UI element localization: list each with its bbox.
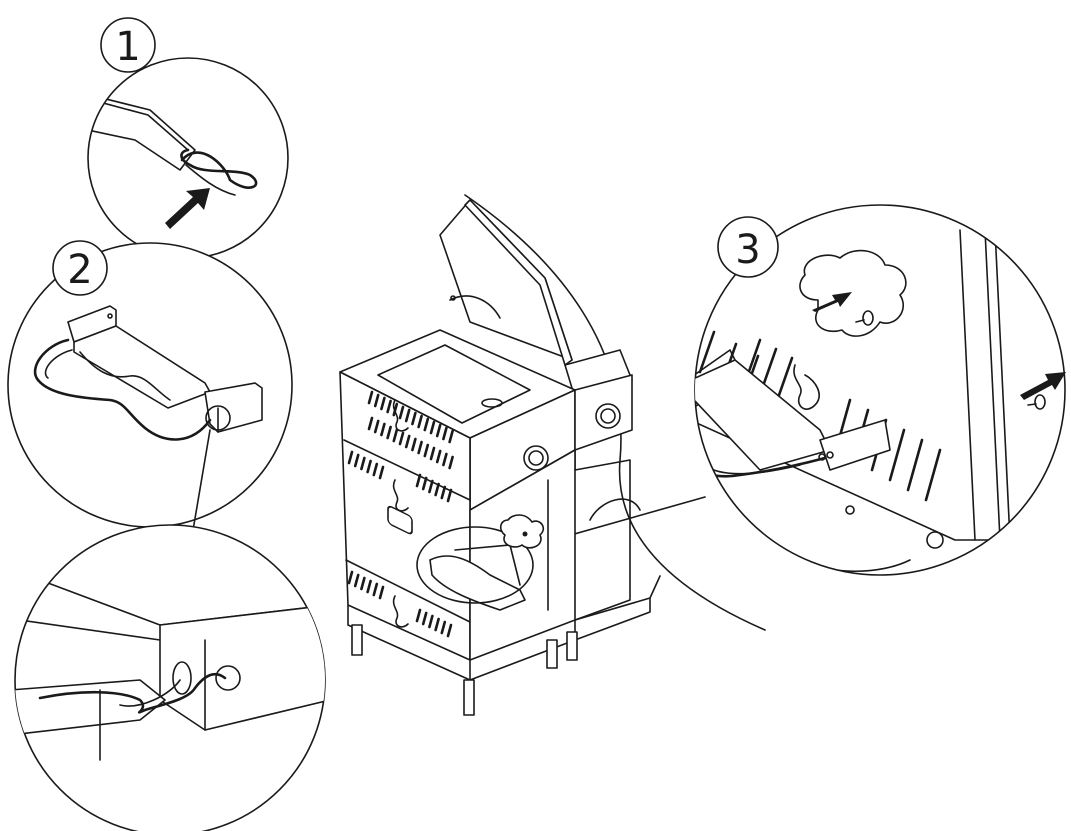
strap-closeup — [88, 94, 258, 196]
vent-slot — [442, 426, 448, 441]
vent-slot — [373, 419, 380, 434]
step-3-badge — [717, 216, 779, 278]
vent-slot — [353, 453, 360, 468]
vent-slot — [429, 446, 436, 461]
vent-slot — [446, 488, 453, 503]
bracket-with-strap — [33, 305, 263, 441]
step-2-badge — [52, 240, 108, 296]
vent-slot — [924, 448, 942, 502]
vent-slot — [888, 428, 906, 482]
detail-circle-1 — [87, 57, 289, 259]
vent-slot — [417, 440, 423, 455]
grill-lid — [439, 199, 573, 361]
vent-slot — [428, 614, 434, 629]
vent-slot — [398, 431, 405, 446]
vent-slot — [360, 576, 366, 591]
vent-slot — [440, 485, 447, 500]
step-1-detail: 1 — [87, 17, 289, 259]
vent-slot — [411, 437, 417, 452]
bracket-hook-closeup — [15, 579, 325, 761]
vent-slot — [372, 582, 379, 597]
vent-slot — [378, 585, 385, 600]
control-knob — [595, 403, 621, 429]
vent-slot — [411, 411, 417, 426]
cart-legs — [351, 624, 578, 716]
vent-slot — [698, 330, 716, 374]
side-panel-closeup — [678, 229, 1061, 572]
vent-slot — [380, 396, 386, 411]
vent-slot — [421, 611, 428, 626]
step-3-detail: 3 — [678, 204, 1066, 576]
grill-cart — [339, 194, 766, 716]
fastener-cloud — [499, 514, 545, 549]
vent-slot — [386, 425, 392, 440]
vent-slot — [347, 450, 354, 465]
vent-slot — [435, 449, 442, 464]
vent-slot — [440, 620, 447, 635]
step-3-number: 3 — [735, 227, 760, 273]
step-1-number: 1 — [115, 24, 140, 70]
vent-slot — [415, 473, 422, 488]
vent-slot — [398, 405, 405, 420]
vent-slot — [446, 623, 453, 638]
vent-slot — [448, 455, 454, 470]
vent-slot — [366, 459, 372, 474]
vent-slot — [366, 579, 372, 594]
vent-slot — [448, 429, 454, 444]
vent-slot — [347, 570, 354, 585]
vent-slot — [423, 417, 430, 432]
arrow-icon — [812, 292, 852, 312]
arrow-icon — [1020, 372, 1066, 400]
vent-slot — [404, 434, 411, 449]
vent-slot — [423, 443, 430, 458]
vent-slot — [404, 408, 411, 423]
control-knob — [523, 445, 549, 471]
fastener-cloud — [799, 249, 907, 337]
vent-slot — [415, 608, 422, 623]
vent-slot — [421, 476, 428, 491]
vent-slots — [347, 390, 454, 638]
vent-slot — [380, 422, 386, 437]
vent-slot — [906, 438, 924, 492]
vent-slot — [360, 456, 366, 471]
vent-slot — [367, 390, 374, 405]
zoom-arc — [464, 194, 766, 631]
vent-slot — [378, 465, 385, 480]
vent-slot — [776, 356, 794, 400]
vent-slot — [386, 399, 392, 414]
vent-slot — [428, 479, 434, 494]
vent-slot — [373, 393, 380, 408]
vent-slot — [392, 402, 399, 417]
vent-slot — [372, 462, 379, 477]
enlarged-detail — [14, 524, 326, 831]
screw-icon — [862, 310, 874, 326]
step-2-detail: 2 — [7, 240, 293, 549]
vent-slot — [392, 428, 399, 443]
vent-slot — [760, 347, 778, 391]
vent-slot — [435, 423, 442, 438]
step-1-badge — [100, 17, 156, 73]
screw-icon — [1034, 394, 1046, 410]
grease-tray-bracket — [429, 555, 526, 611]
magnify-spot — [205, 405, 231, 431]
vent-slot — [353, 573, 360, 588]
vent-slot — [434, 617, 440, 632]
vent-slot — [417, 414, 423, 429]
vent-slot — [429, 420, 436, 435]
arrow-icon — [165, 188, 210, 229]
vent-slot — [367, 416, 374, 431]
vent-slot — [678, 320, 692, 360]
vent-slot — [442, 452, 448, 467]
step-2-number: 2 — [67, 247, 92, 293]
vent-slot — [434, 482, 440, 497]
